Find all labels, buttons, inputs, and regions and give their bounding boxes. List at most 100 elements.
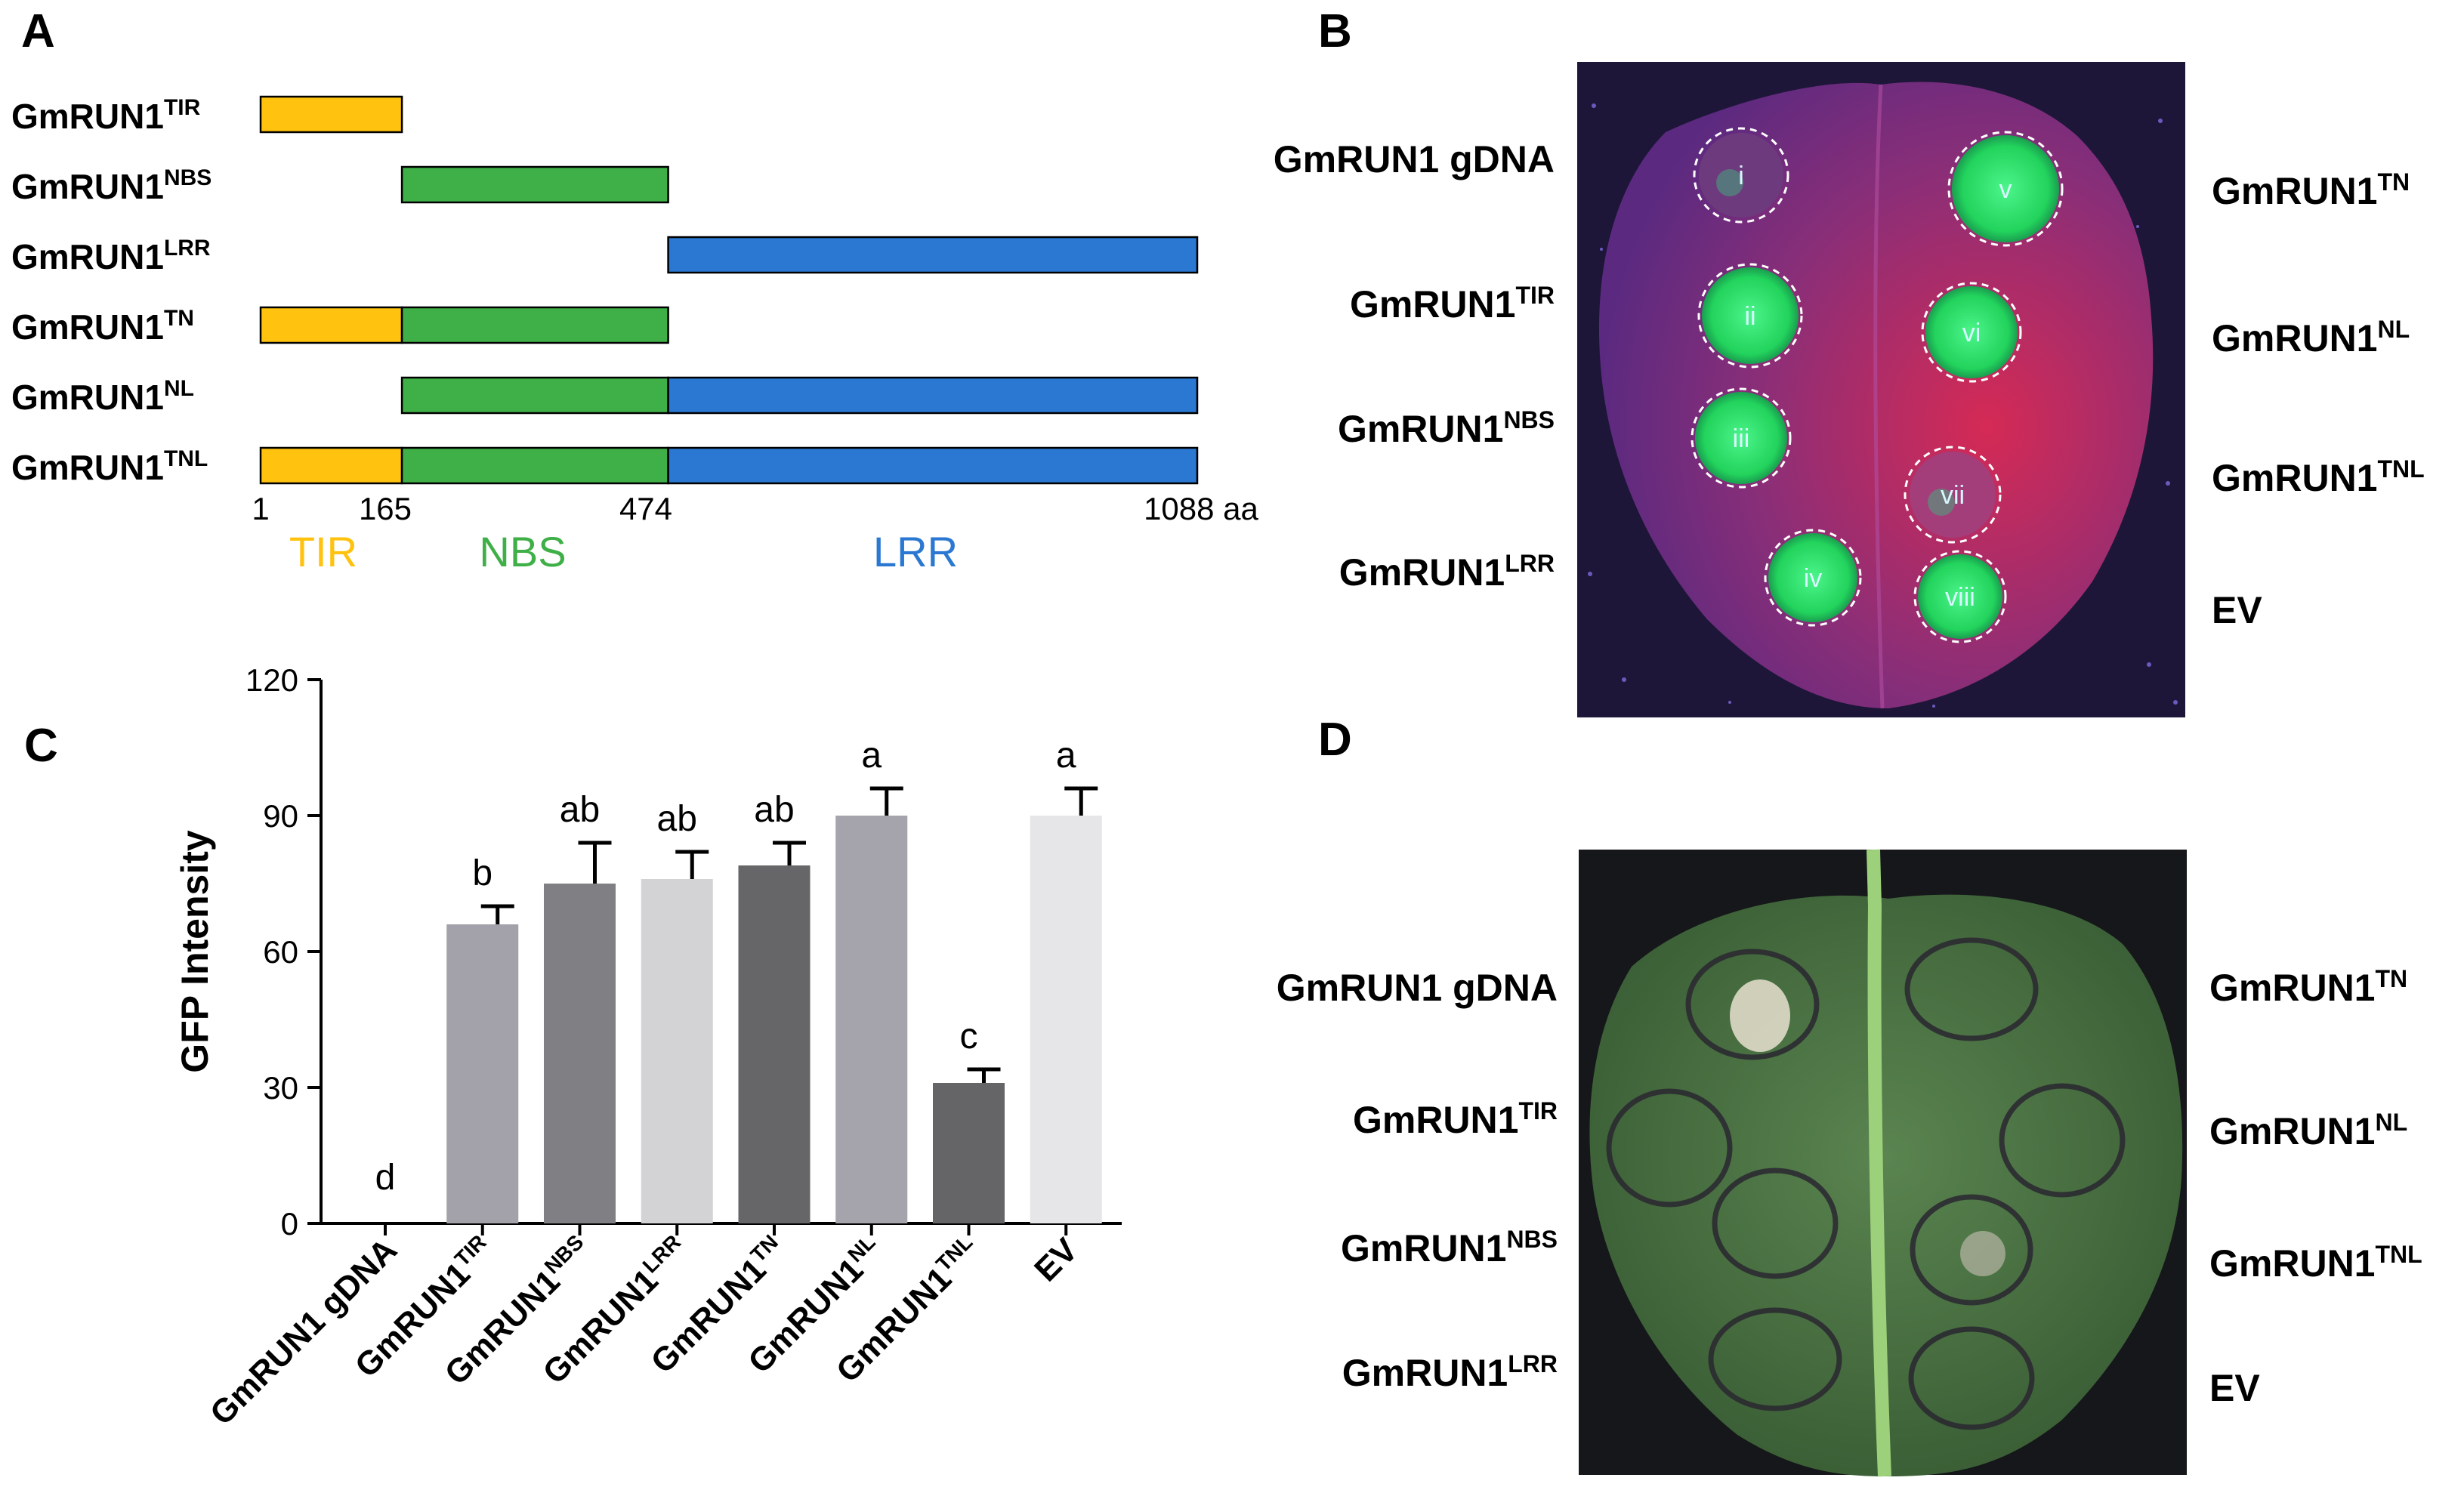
significance-letter: a (861, 736, 882, 776)
hr-spot (1708, 1307, 1842, 1411)
spot-outline (1691, 387, 1792, 489)
y-tick-label: 30 (263, 1070, 298, 1106)
right-construct-label-base: EV (2212, 589, 2262, 631)
construct-label-base: GmRUN1 (11, 307, 164, 347)
panel-letter-b: B (1318, 5, 1352, 57)
right-construct-label: GmRUN1TNL (2209, 1241, 2422, 1285)
bar (446, 924, 519, 1223)
domain-bar-lrr (667, 446, 1199, 485)
spot-outline (1764, 529, 1862, 627)
bar (641, 879, 713, 1223)
spot-numeral: iii (1733, 424, 1750, 453)
position-label: 1088 aa (1144, 491, 1258, 526)
domain-bar-lrr (667, 236, 1199, 274)
significance-letter: b (472, 853, 492, 893)
construct-row-tir: GmRUN1TIR (11, 95, 403, 136)
construct-label-base: GmRUN1 (11, 378, 164, 417)
right-construct-label-base: GmRUN1 (2212, 317, 2377, 359)
construct-row-tn: GmRUN1TN (11, 306, 669, 347)
domain-name-lrr: LRR (873, 528, 958, 575)
construct-row-tnl: GmRUN1TNL (11, 446, 1199, 487)
hr-spot (1606, 1088, 1733, 1208)
domain-bar-nbs (400, 376, 669, 415)
domain-bar-tir (259, 306, 403, 344)
panel-d-hr-leaf-image: D GmRUN1 gDNAGmRUN1TIRGmRUN1NBSGmRUN1LRR… (1277, 714, 2422, 1477)
marker-circle (1908, 1326, 2035, 1430)
left-construct-label-sup: NBS (1503, 406, 1555, 433)
hr-spot (1904, 937, 2039, 1041)
marker-circle (1999, 1083, 2126, 1198)
gfp-fluorescence (1918, 554, 2002, 639)
right-construct-label-sup: TN (2375, 965, 2407, 992)
construct-label: GmRUN1NBS (11, 165, 212, 206)
significance-letter: d (375, 1158, 396, 1198)
construct-label: GmRUN1TN (11, 306, 194, 347)
hr-mild-necrosis (1960, 1231, 2005, 1276)
marker-circle (1904, 937, 2039, 1041)
left-construct-label-base: GmRUN1 (1339, 551, 1505, 594)
weak-gfp-area (1699, 133, 1783, 217)
weak-gfp-area (1910, 452, 1996, 538)
construct-row-nl: GmRUN1NL (11, 376, 1199, 417)
marker-circle (1910, 1194, 2033, 1306)
spot-numeral: ii (1744, 302, 1755, 331)
hr-necrosis (1730, 979, 1790, 1052)
domain-bar-lrr (667, 376, 1199, 415)
spot-outline (1693, 127, 1789, 224)
panel-letter-c: C (24, 720, 58, 772)
right-construct-label: GmRUN1NL (2209, 1109, 2407, 1152)
construct-row-lrr: GmRUN1LRR (11, 236, 1199, 276)
panel-letter-d: D (1318, 714, 1352, 766)
domain-bar-tir (259, 95, 403, 134)
right-construct-label-base: GmRUN1 (2212, 170, 2377, 212)
domain-bar-nbs (400, 165, 669, 204)
construct-label-sup: TIR (164, 95, 201, 120)
spot-numeral: i (1738, 162, 1744, 190)
construct-label: GmRUN1NL (11, 376, 194, 417)
gfp-spot-vi: vi (1921, 282, 2022, 383)
left-construct-label: GmRUN1NBS (1338, 406, 1555, 450)
right-construct-label: EV (2212, 589, 2262, 631)
gfp-fluorescence (1952, 135, 2059, 242)
category-base: EV (1027, 1231, 1085, 1289)
marker-circle (1708, 1307, 1842, 1411)
left-construct-label-sup: LRR (1508, 1350, 1558, 1377)
spot-outline (1947, 131, 2064, 247)
left-construct-label-base: GmRUN1 (1342, 1352, 1508, 1394)
x-category-label: EV (1027, 1231, 1085, 1289)
gfp-fluorescence (1925, 286, 2018, 378)
construct-label: GmRUN1TIR (11, 95, 201, 136)
domain-bar-nbs (400, 306, 669, 344)
gfp-spot-i: i (1693, 127, 1789, 224)
y-axis-title: GFP Intensity (174, 830, 216, 1073)
position-label: 1 (252, 491, 269, 526)
right-construct-label-base: GmRUN1 (2209, 967, 2375, 1009)
spot-outline (1913, 550, 2007, 643)
right-construct-label: GmRUN1NL (2212, 316, 2410, 359)
significance-letter: ab (560, 790, 600, 830)
left-construct-label-base: GmRUN1 (1341, 1227, 1506, 1269)
right-construct-label-sup: TN (2377, 168, 2410, 196)
left-construct-label: GmRUN1NBS (1341, 1226, 1558, 1269)
y-tick-label: 90 (263, 798, 298, 834)
left-construct-label-base: GmRUN1 gDNA (1274, 138, 1555, 180)
domain-name-nbs: NBS (479, 528, 566, 575)
gfp-spot-ii: ii (1697, 263, 1803, 369)
spot-numeral: viii (1945, 583, 1975, 612)
hr-spot (1685, 949, 1820, 1060)
hr-spot (1999, 1083, 2126, 1198)
significance-letter: ab (657, 799, 697, 839)
significance-letter: c (960, 1016, 978, 1057)
marker-circle (1712, 1168, 1839, 1279)
hr-spot (1712, 1168, 1839, 1279)
panel-d-construct-labels: GmRUN1 gDNAGmRUN1TIRGmRUN1NBSGmRUN1LRRGm… (1277, 965, 2422, 1409)
construct-label-base: GmRUN1 (11, 97, 164, 136)
bar (544, 884, 616, 1223)
construct-label: GmRUN1TNL (11, 446, 208, 487)
hr-spot (1910, 1194, 2033, 1306)
bar (738, 865, 811, 1223)
